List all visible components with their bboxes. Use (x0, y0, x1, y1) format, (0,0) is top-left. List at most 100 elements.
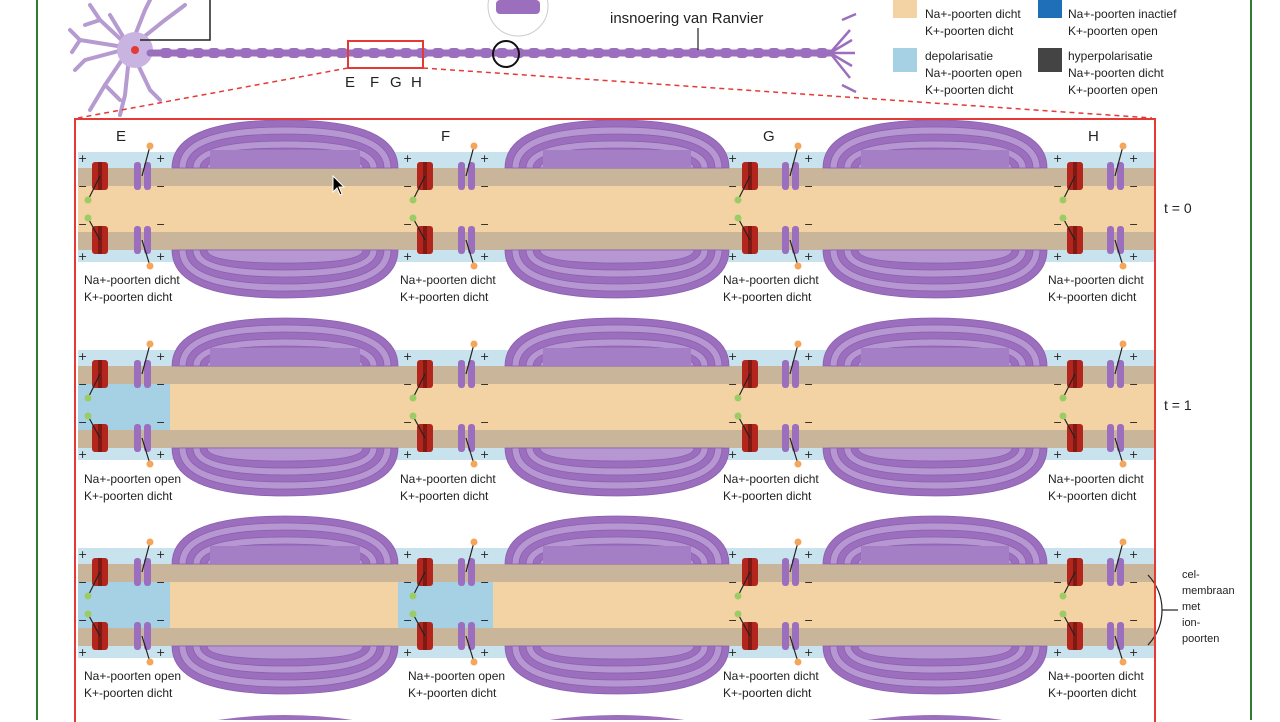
charge-sign: − (156, 416, 165, 429)
k-channel-icon (458, 622, 465, 650)
legend-swatch-repolarisation (1038, 0, 1062, 18)
myelin-segment (352, 48, 364, 58)
k-channel-icon (468, 226, 475, 254)
charge-sign: + (728, 152, 737, 165)
k-channel-icon (458, 558, 465, 586)
legend-resting: Na+-poorten dicht K+-poorten dicht (925, 6, 1021, 40)
node-label-h: H (1088, 128, 1099, 145)
gate-stick (465, 541, 475, 573)
gate-stick (1062, 613, 1076, 637)
charge-sign: − (1053, 218, 1062, 231)
gate-stick (465, 239, 475, 267)
k-gate-ball (470, 142, 478, 150)
charge-sign: + (403, 152, 412, 165)
inset-myelin (496, 0, 540, 14)
gate-stick (412, 571, 426, 597)
myelin-segment (560, 48, 572, 58)
charge-sign: − (728, 416, 737, 429)
charge-sign: + (403, 646, 412, 659)
myelin-segment (816, 48, 828, 58)
na-gate-ball (734, 196, 742, 204)
na-gate-ball (1059, 610, 1067, 618)
charge-sign: + (1129, 646, 1138, 659)
k-channel-icon (1117, 162, 1124, 190)
axon-terminal-6 (841, 83, 857, 94)
gate-stick (141, 541, 151, 573)
myelin-segment (576, 48, 588, 58)
charge-sign: + (480, 250, 489, 263)
k-channel-icon (468, 360, 475, 388)
gate-stick (737, 175, 751, 201)
k-channel-icon (782, 424, 789, 452)
myelin-segment (288, 48, 300, 58)
myelin-segment (704, 48, 716, 58)
myelin-core-top (543, 546, 691, 564)
myelin-sheath-bottom (857, 249, 1013, 264)
k-gate-state: K+-poorten dicht (84, 290, 173, 304)
myelin-segment (240, 48, 252, 58)
charge-sign: + (480, 646, 489, 659)
gate-stick (412, 373, 426, 399)
legend-depol-line2: K+-poorten dicht (925, 83, 1014, 97)
axon-terminal-1 (829, 38, 853, 55)
myelin-segment (608, 48, 620, 58)
charge-sign: + (78, 152, 87, 165)
myelin-segment (752, 48, 764, 58)
myelin-sheath-bottom (539, 645, 695, 660)
charge-sign: − (480, 416, 489, 429)
k-channel-icon (458, 424, 465, 452)
k-channel-icon (782, 162, 789, 190)
na-gate-state: Na+-poorten dicht (1048, 273, 1144, 287)
na-gate-ball (84, 214, 92, 222)
na-gate-state: Na+-poorten dicht (400, 472, 496, 486)
k-channel-icon (782, 622, 789, 650)
myelin-segment (640, 48, 652, 58)
charge-sign: − (728, 378, 737, 391)
myelin-segment (688, 48, 700, 58)
na-gate-state: Na+-poorten dicht (400, 273, 496, 287)
gate-stick (1114, 343, 1124, 375)
na-gate-ball (409, 592, 417, 600)
k-gate-ball (1119, 142, 1127, 150)
depolarized-zone (398, 582, 493, 628)
k-channel-icon (144, 162, 151, 190)
myelin-segment (672, 48, 684, 58)
charge-sign: − (156, 576, 165, 589)
na-gate-ball (84, 412, 92, 420)
depolarized-zone (78, 384, 170, 430)
myelin-core-top (861, 150, 1009, 168)
myelin-segment (336, 48, 348, 58)
k-channel-icon (792, 162, 799, 190)
axon-terminal-5 (841, 12, 857, 22)
k-channel-icon (458, 226, 465, 254)
charge-sign: − (78, 576, 87, 589)
gate-stick (465, 437, 475, 465)
myelin-segment (192, 48, 204, 58)
charge-sign: − (1129, 378, 1138, 391)
charge-sign: − (403, 378, 412, 391)
legend-repolarisation: Na+-poorten inactief K+-poorten open (1068, 6, 1176, 40)
charge-sign: + (480, 152, 489, 165)
k-channel-icon (792, 226, 799, 254)
k-gate-ball (1119, 340, 1127, 348)
na-gate-ball (1059, 412, 1067, 420)
k-channel-icon (134, 360, 141, 388)
myelin-core-top (543, 348, 691, 366)
myelin-segment (448, 48, 460, 58)
myelin-sheath-bottom (857, 645, 1013, 660)
charge-sign: + (78, 448, 87, 461)
k-channel-icon (1107, 162, 1114, 190)
k-gate-state: K+-poorten dicht (723, 489, 812, 503)
myelin-segment (480, 48, 492, 58)
charge-sign: − (403, 180, 412, 193)
gate-stick (1062, 217, 1076, 241)
k-channel-icon (1117, 622, 1124, 650)
charge-sign: + (728, 448, 737, 461)
k-channel-icon (1107, 558, 1114, 586)
k-channel-icon (458, 162, 465, 190)
myelin-segment (736, 48, 748, 58)
